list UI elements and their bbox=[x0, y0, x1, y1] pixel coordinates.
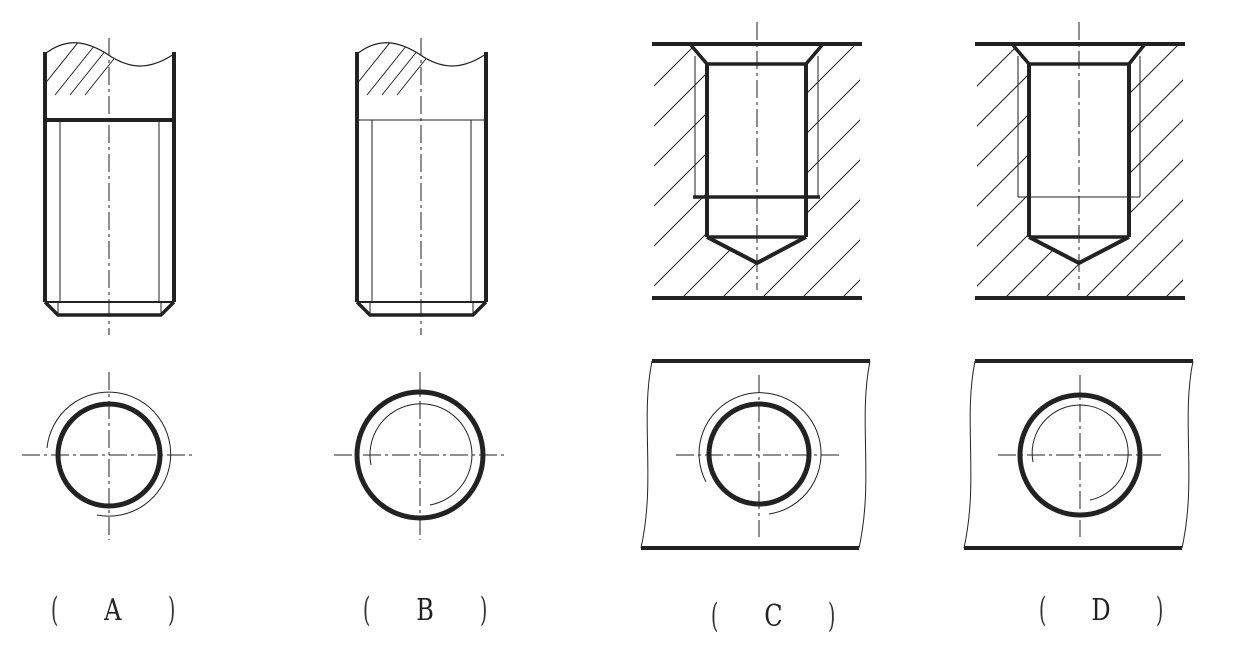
open-paren: ( bbox=[1038, 590, 1047, 630]
option-c-drawing bbox=[640, 22, 871, 550]
option-d-label: ( D ) bbox=[1036, 586, 1166, 634]
option-a-end-view bbox=[22, 372, 194, 540]
option-d-drawing bbox=[963, 22, 1194, 550]
option-a-label: ( A ) bbox=[48, 586, 178, 634]
open-paren: ( bbox=[362, 590, 371, 630]
option-letter: C bbox=[763, 598, 783, 634]
option-d-top-view bbox=[963, 359, 1194, 550]
close-paren: ) bbox=[167, 590, 175, 630]
option-b-break-line bbox=[356, 42, 487, 67]
option-letter: D bbox=[1091, 592, 1111, 628]
option-c-section-hatching bbox=[654, 44, 860, 298]
option-b-label: ( B ) bbox=[360, 586, 490, 634]
open-paren: ( bbox=[710, 596, 719, 636]
close-paren: ) bbox=[1155, 590, 1164, 630]
option-c-top-view bbox=[640, 359, 871, 550]
option-a-break-line bbox=[44, 42, 175, 67]
close-paren: ) bbox=[479, 590, 487, 630]
option-b-end-view bbox=[334, 372, 506, 540]
option-a-drawing bbox=[22, 38, 194, 540]
option-c-label: ( C ) bbox=[708, 592, 838, 640]
option-letter: A bbox=[104, 592, 122, 628]
option-d-section-hatching bbox=[977, 44, 1183, 298]
option-b-drawing bbox=[334, 38, 506, 540]
close-paren: ) bbox=[827, 596, 836, 636]
option-letter: B bbox=[416, 592, 434, 628]
open-paren: ( bbox=[50, 590, 59, 630]
